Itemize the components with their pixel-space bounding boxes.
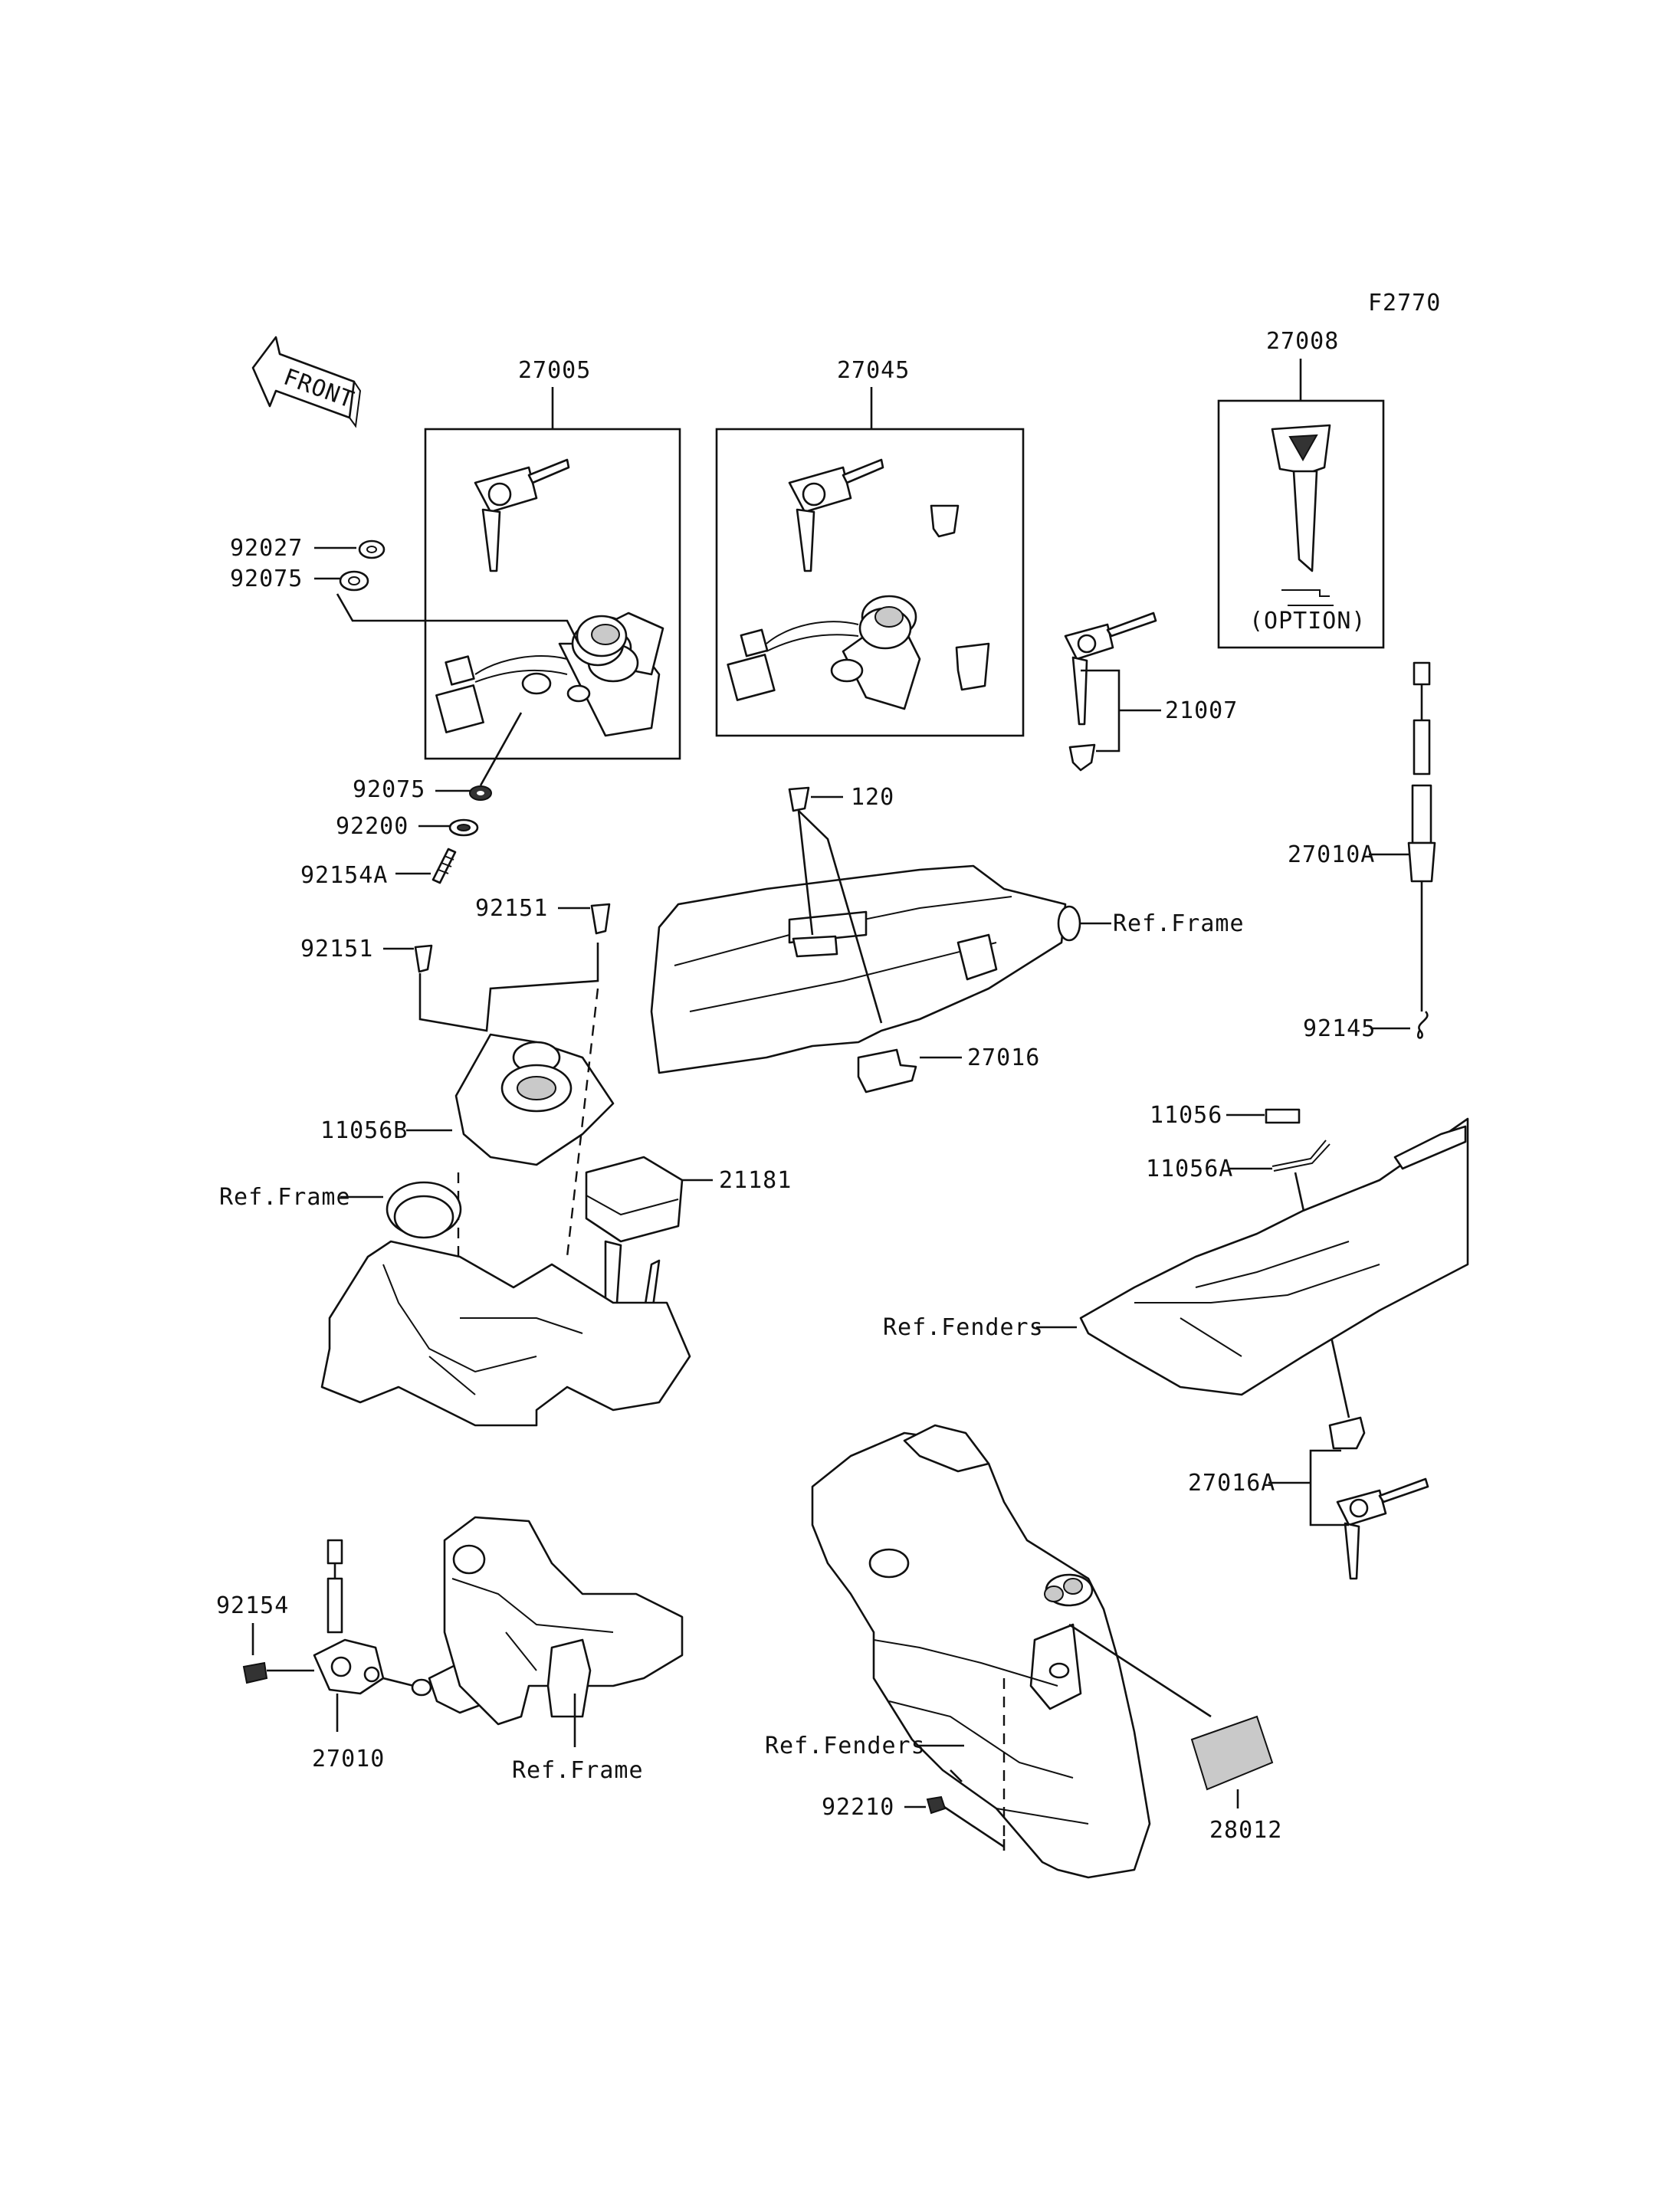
label-27010A[interactable]: 27010A	[1288, 841, 1375, 868]
label-92154[interactable]: 92154	[216, 1592, 289, 1619]
key-set-21007: 21007	[1064, 612, 1238, 772]
bolt-92154A-icon	[431, 848, 457, 884]
rear-tail-assembly: 11056 11056A Ref.Fenders 27016A	[883, 1102, 1469, 1580]
kit-27045: 27045	[715, 357, 1025, 737]
label-27005[interactable]: 27005	[518, 357, 591, 384]
washer-92027-icon	[358, 539, 386, 559]
label-92200[interactable]: 92200	[336, 813, 409, 840]
rear-fender-assembly: 28012 Ref.Fenders 92210	[765, 1424, 1282, 1879]
washer-group-top: 92027 92075	[230, 535, 580, 644]
kit-27005: 27005	[424, 357, 681, 760]
switch-27010A: 27010A 92145	[1288, 661, 1436, 1042]
washer-92075-icon	[339, 570, 369, 592]
label-refframe-3[interactable]: Ref.Frame	[512, 1757, 644, 1784]
figure-code: F2770	[1368, 290, 1441, 316]
label-120[interactable]: 120	[851, 784, 894, 811]
label-27045[interactable]: 27045	[837, 357, 910, 384]
lock-27016A-icon	[1328, 1416, 1366, 1450]
lock-bracket-icon	[955, 642, 990, 691]
screw-120-icon	[788, 786, 810, 812]
label-27016[interactable]: 27016	[967, 1044, 1040, 1071]
label-refframe-1[interactable]: Ref.Frame	[1113, 910, 1245, 937]
label-11056[interactable]: 11056	[1150, 1102, 1222, 1129]
seat-lock-assembly: 120 Ref.Frame 27016	[650, 784, 1245, 1094]
label-21007[interactable]: 21007	[1165, 697, 1238, 724]
label-92075a[interactable]: 92075	[230, 566, 303, 592]
ignition-switch-icon	[435, 612, 664, 737]
front-frame: Ref.Frame	[219, 1181, 691, 1427]
front-arrow-icon: FRONT	[251, 336, 362, 428]
label-reffenders-1[interactable]: Ref.Fenders	[883, 1314, 1044, 1341]
key-icon	[1336, 1477, 1429, 1580]
key-icon	[474, 458, 570, 572]
switch-27010-assembly: 92154 27010 Ref.Frame	[216, 1516, 684, 1784]
label-11056B[interactable]: 11056B	[320, 1117, 408, 1144]
key-icon	[1271, 424, 1331, 572]
label-refframe-2[interactable]: Ref.Frame	[219, 1184, 351, 1211]
label-27016A[interactable]: 27016A	[1188, 1470, 1275, 1497]
label-92151a[interactable]: 92151	[475, 895, 548, 922]
kit-27008: 27008 (OPTION)	[1217, 328, 1385, 649]
label-27010[interactable]: 27010	[312, 1746, 385, 1772]
label-92027[interactable]: 92027	[230, 535, 303, 562]
label-28012[interactable]: 28012	[1209, 1817, 1282, 1844]
lock-27016-icon	[857, 1048, 917, 1094]
fastener-group: 92075 92200 92154A	[300, 712, 523, 889]
label-92145[interactable]: 92145	[1303, 1015, 1376, 1042]
ignition-switch-icon	[727, 595, 921, 710]
label-27008[interactable]: 27008	[1266, 328, 1339, 355]
label-reffenders-2[interactable]: Ref.Fenders	[765, 1733, 926, 1759]
label-11056A[interactable]: 11056A	[1146, 1156, 1233, 1182]
bolt-92154-icon	[242, 1661, 268, 1684]
module-21181: 21181	[585, 1156, 792, 1320]
label-92075b[interactable]: 92075	[353, 776, 425, 803]
option-label: (OPTION)	[1249, 608, 1367, 635]
label-92151b[interactable]: 92151	[300, 936, 373, 962]
nut-92210-icon	[926, 1795, 947, 1815]
handlebar-lock-assembly: 92151 92151 11056B	[300, 895, 615, 1318]
label-92154A[interactable]: 92154A	[300, 862, 388, 889]
key-icon	[788, 458, 884, 572]
lock-insert-icon	[930, 504, 960, 538]
reflector-28012-icon	[1190, 1715, 1274, 1791]
label-92210[interactable]: 92210	[822, 1794, 894, 1821]
label-21181[interactable]: 21181	[719, 1167, 792, 1194]
